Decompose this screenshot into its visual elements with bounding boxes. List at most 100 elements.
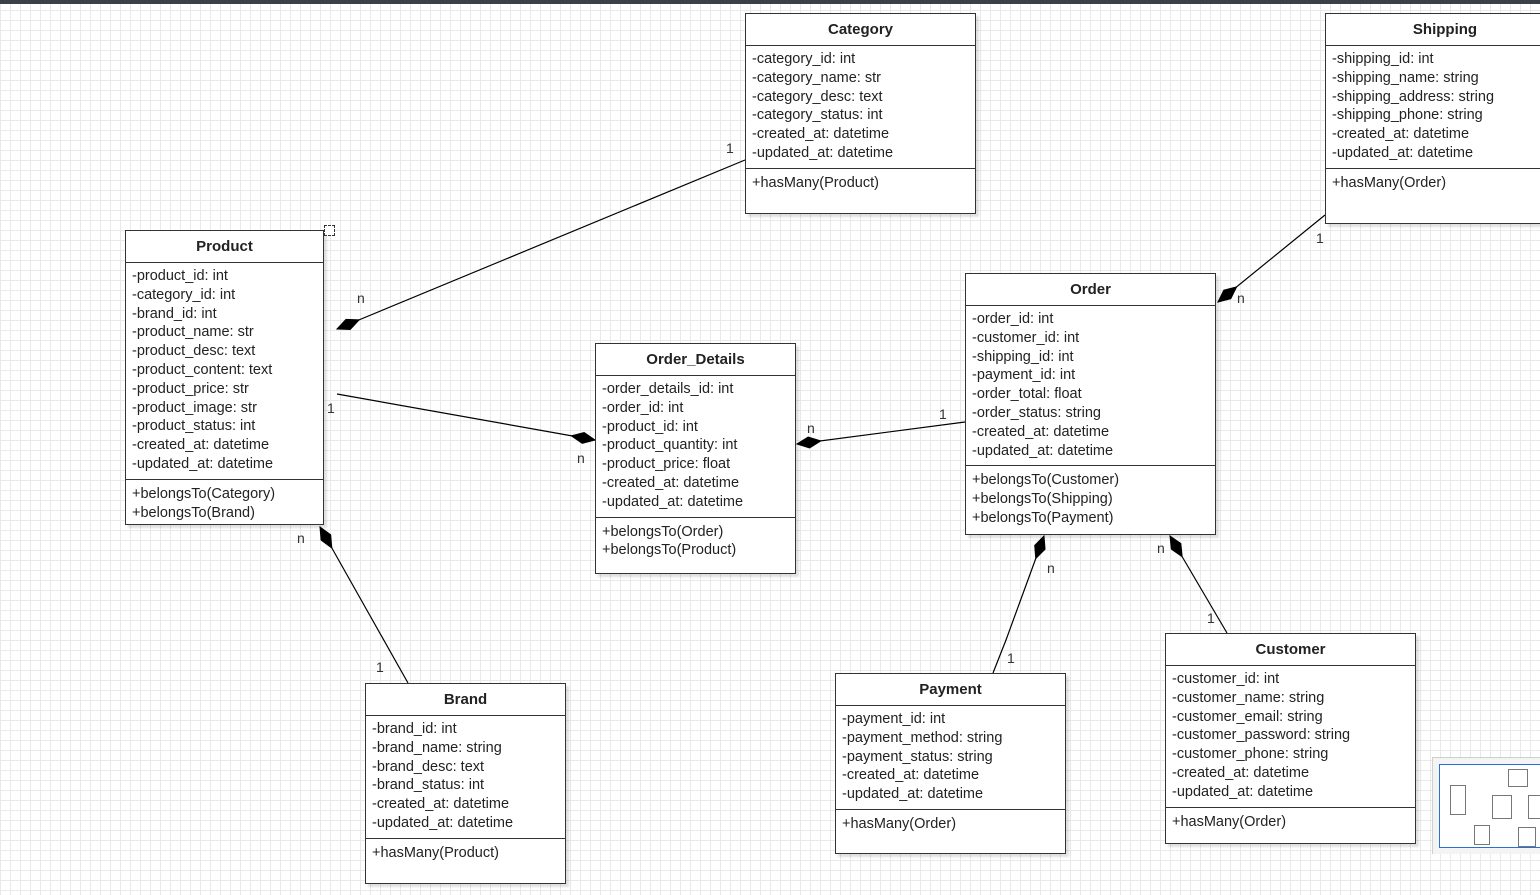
class-order-details[interactable]: Order_Details-order_details_id: int-orde… [595,343,796,574]
class-brand[interactable]: Brand-brand_id: int-brand_name: string-b… [365,683,566,884]
attribute: -product_price: float [602,456,731,473]
relation-category-product[interactable]: 1n [335,140,746,330]
minimap-block [1508,769,1528,787]
method: +belongsTo(Customer) [972,472,1120,489]
attribute: -created_at: datetime [602,474,740,491]
composition-diamond [1217,286,1238,303]
method-list: +belongsTo(Category) +belongsTo(Brand) [126,480,323,524]
attribute: -shipping_id: int [1332,51,1434,67]
attribute: -customer_id: int [1172,671,1280,687]
class-shipping[interactable]: Shipping-shipping_id: int-shipping_name:… [1325,13,1540,224]
attribute: -category_id: int [132,286,236,303]
minimap-block [1518,827,1536,847]
attribute: -product_price: str [132,380,249,397]
relation-line [336,393,596,441]
method-list: +hasMany(Order) [836,810,1065,839]
attribute: -updated_at: datetime [842,786,984,803]
method: +belongsTo(Category) [132,485,276,502]
multiplicity-label: n [1047,560,1055,576]
attribute: -brand_desc: text [372,758,485,775]
class-title: Payment [836,674,1065,706]
attribute: -updated_at: datetime [972,442,1114,459]
attribute: -product_desc: text [132,343,256,360]
multiplicity-label: 1 [726,140,734,156]
selection-handle[interactable] [324,225,335,236]
composition-diamond [335,318,361,330]
attribute: -created_at: datetime [972,423,1110,440]
attribute: -product_name: str [132,324,254,341]
outline-minimap[interactable] [1432,757,1540,854]
attribute: -order_details_id: int [602,381,734,397]
method: +belongsTo(Brand) [132,504,255,521]
class-payment[interactable]: Payment-payment_id: int-payment_method: … [835,673,1066,854]
attribute-list: -shipping_id: int-shipping_name: string-… [1326,46,1540,169]
method-list: +belongsTo(Order)+belongsTo(Product) [596,518,795,566]
composition-diamond [319,525,333,549]
attribute-list: -category_id: int-category_name: str-cat… [746,46,975,169]
attribute: -created_at: datetime [1172,764,1310,781]
attribute: -updated_at: datetime [1172,783,1314,800]
method-list: +belongsTo(Customer) +belongsTo(Shipping)… [966,466,1215,532]
multiplicity-label: 1 [1316,230,1324,246]
attribute: -payment_id: int [972,367,1076,384]
method: +hasMany(Order) [842,815,957,832]
attribute: -updated_at: datetime [752,144,894,161]
attribute: -customer_phone: string [1172,746,1329,763]
relation-brand-product[interactable]: 1n [297,525,409,684]
attribute: -shipping_phone: string [1332,107,1483,124]
class-category[interactable]: Category-category_id: int-category_name:… [745,13,976,214]
attribute-list: -customer_id: int-customer_name: string-… [1166,666,1415,808]
attribute-list: -brand_id: int -brand_name: string -brand_… [366,716,565,839]
relation-line [992,535,1045,674]
relation-order-order-details[interactable]: 1n [795,406,966,449]
class-order[interactable]: Order -order_id: int -customer_id: int -shi… [965,273,1216,535]
attribute: -order_id: int [972,311,1054,327]
minimap-block [1528,795,1540,819]
minimap-viewport[interactable] [1439,764,1540,848]
attribute: -shipping_address: string [1332,88,1495,105]
attribute: -customer_email: string [1172,708,1323,725]
class-title: Brand [366,684,565,716]
multiplicity-label: n [297,530,305,546]
relation-product-order-details[interactable]: 1n [327,393,597,466]
relation-payment-order[interactable]: 1n [992,534,1055,674]
attribute-list: -payment_id: int-payment_method: string-… [836,706,1065,810]
attribute: -brand_status: int [372,777,485,794]
attribute-list: -order_id: int -customer_id: int -shipping… [966,306,1215,467]
relation-customer-order[interactable]: 1n [1157,534,1228,634]
method: +hasMany(Order) [1172,813,1287,830]
attribute: -customer_password: string [1172,727,1351,744]
attribute: -product_content: text [132,361,273,378]
minimap-block [1492,795,1512,819]
attribute: -brand_id: int [372,721,457,737]
attribute: -brand_name: string [372,739,502,756]
class-customer[interactable]: Customer-customer_id: int-customer_name:… [1165,633,1416,844]
attribute: -created_at: datetime [752,126,890,143]
attribute: -payment_method: string [842,729,1003,746]
method: +belongsTo(Payment) [972,509,1114,526]
multiplicity-label: 1 [376,659,384,675]
relation-line [796,421,966,445]
method-list: +hasMany(Order) [1166,808,1415,837]
multiplicity-label: n [577,450,585,466]
attribute: -customer_id: int [972,329,1080,346]
attribute: -product_status: int [132,418,256,435]
method: +belongsTo(Shipping) [972,491,1113,508]
attribute: -created_at: datetime [132,437,270,454]
attribute: -category_name: str [752,69,881,86]
class-title: Shipping [1326,14,1540,46]
relation-line [336,159,746,330]
attribute: -updated_at: datetime [1332,144,1474,161]
class-product[interactable]: Product-product_id: int-category_id: int… [125,230,324,525]
multiplicity-label: 1 [327,400,335,416]
composition-diamond [1034,534,1046,560]
attribute: -category_desc: text [752,88,883,105]
relation-shipping-order[interactable]: 1n [1217,214,1326,306]
class-title: Order [966,274,1215,306]
attribute: -shipping_id: int [972,348,1074,365]
attribute: -product_id: int [132,268,228,284]
attribute: -product_image: str [132,399,257,416]
attribute: -created_at: datetime [842,767,980,784]
attribute: -order_status: string [972,404,1101,421]
